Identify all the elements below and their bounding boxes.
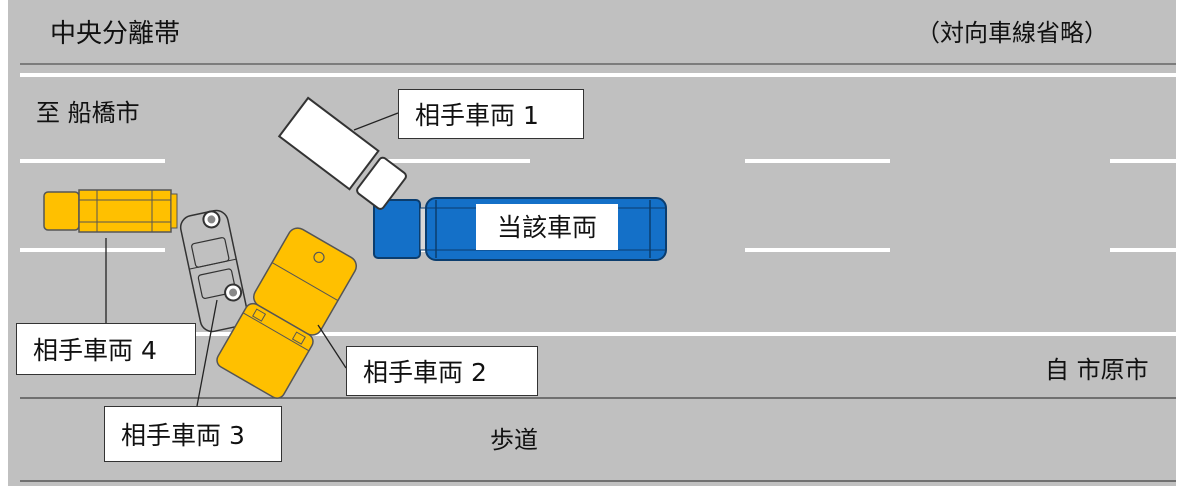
other-vehicle-3-label: 相手車両 3 xyxy=(104,406,282,462)
direction-from-label: 自 市原市 xyxy=(1045,356,1149,384)
leader-lines xyxy=(105,112,399,407)
other-vehicle-2-label: 相手車両 2 xyxy=(346,346,538,396)
other-vehicle-2-shape xyxy=(216,227,357,399)
omitted-lane-note: （対向車線省略） xyxy=(916,19,1108,47)
other-vehicle-4-label: 相手車両 4 xyxy=(16,323,196,375)
other-vehicle-1-shape xyxy=(277,96,407,210)
median-label: 中央分離帯 xyxy=(50,19,181,49)
other-vehicle-1-label: 相手車両 1 xyxy=(398,89,584,139)
direction-to-label: 至 船橋市 xyxy=(36,99,140,127)
sidewalk-label: 歩道 xyxy=(490,426,538,454)
other-vehicle-3-shape xyxy=(179,209,249,333)
other-vehicle-4-shape xyxy=(43,189,178,233)
subject-vehicle-label: 当該車両 xyxy=(476,204,618,250)
